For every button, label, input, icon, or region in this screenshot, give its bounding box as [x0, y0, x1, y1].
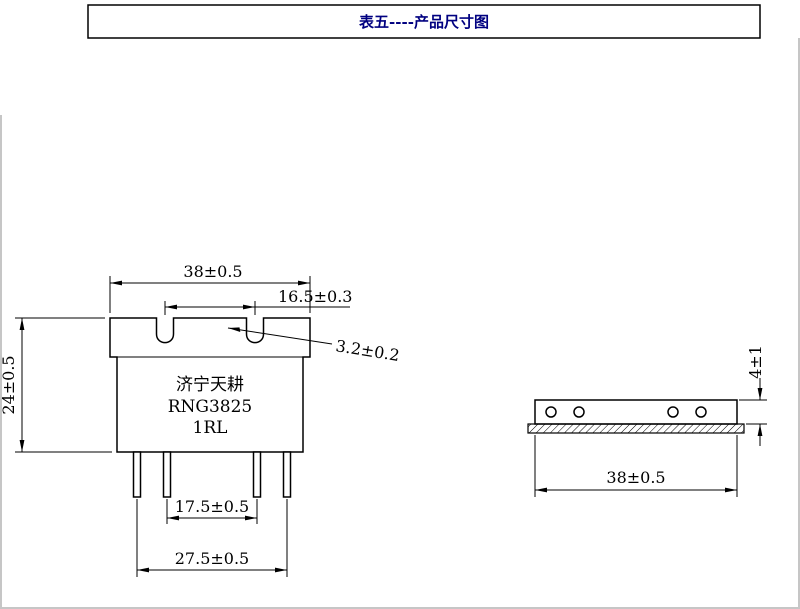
arrowhead: [165, 304, 177, 310]
arrowhead: [275, 567, 287, 573]
product-label: 济宁天耕 RNG3825 1RL: [168, 375, 253, 438]
dim-plate-width: 38±0.5: [534, 435, 738, 497]
dim-body-height-label: 24±0.5: [0, 355, 18, 414]
pin: [252, 451, 262, 498]
page-title: 表五----产品尺寸图: [359, 13, 489, 31]
model-text: RNG3825: [168, 397, 253, 417]
pin-holes: [545, 406, 707, 418]
hatched-base-strip: [527, 423, 745, 434]
dim-plate-thickness-label: 4±1: [746, 345, 765, 379]
title-box: [87, 4, 761, 39]
pin-hole: [545, 406, 557, 418]
side-view: 4±1 38±0.5: [527, 345, 767, 497]
brand-text: 济宁天耕: [176, 375, 244, 395]
arrowhead: [228, 327, 241, 332]
arrowhead: [19, 440, 25, 452]
dim-top-width: 38±0.5: [109, 262, 311, 313]
dim-pin-inner: 17.5±0.5: [166, 497, 258, 524]
dim-top-width-label: 38±0.5: [183, 262, 242, 281]
pin-hole: [573, 406, 585, 418]
pin-hole: [667, 406, 679, 418]
pin: [282, 451, 292, 498]
arrowhead: [243, 304, 255, 310]
dim-pin-outer-label: 27.5±0.5: [175, 549, 249, 568]
dim-notch-spacing-label: 16.5±0.3: [278, 287, 352, 306]
arrowhead: [535, 487, 547, 493]
page-border: [0, 38, 800, 609]
dim-notch-spacing: 16.5±0.3: [164, 287, 352, 315]
dim-pin-outer: 27.5±0.5: [136, 499, 288, 577]
pin-hole: [695, 406, 707, 418]
leader-line: [227, 327, 333, 345]
pin: [162, 451, 172, 498]
variant-text: 1RL: [193, 418, 228, 438]
arrowhead: [137, 567, 149, 573]
arrowhead: [110, 280, 122, 286]
pin: [132, 451, 142, 498]
dim-notch-width-label: 3.2±0.2: [334, 336, 400, 365]
arrowhead: [245, 515, 257, 521]
arrowhead: [757, 388, 763, 400]
arrowhead: [298, 280, 310, 286]
dim-plate-width-label: 38±0.5: [606, 468, 665, 487]
dim-plate-thickness: 4±1: [739, 345, 767, 446]
arrowhead: [757, 424, 763, 436]
dim-body-height: 24±0.5: [0, 317, 112, 453]
dim-pin-inner-label: 17.5±0.5: [175, 497, 249, 516]
arrowhead: [725, 487, 737, 493]
title-bar: 表五----产品尺寸图: [87, 4, 761, 39]
front-view: 济宁天耕 RNG3825 1RL 38±0.5 16.5±0.3 3.2±0: [0, 262, 401, 577]
arrowhead: [167, 515, 179, 521]
arrowhead: [19, 318, 25, 330]
pins: [132, 451, 292, 498]
